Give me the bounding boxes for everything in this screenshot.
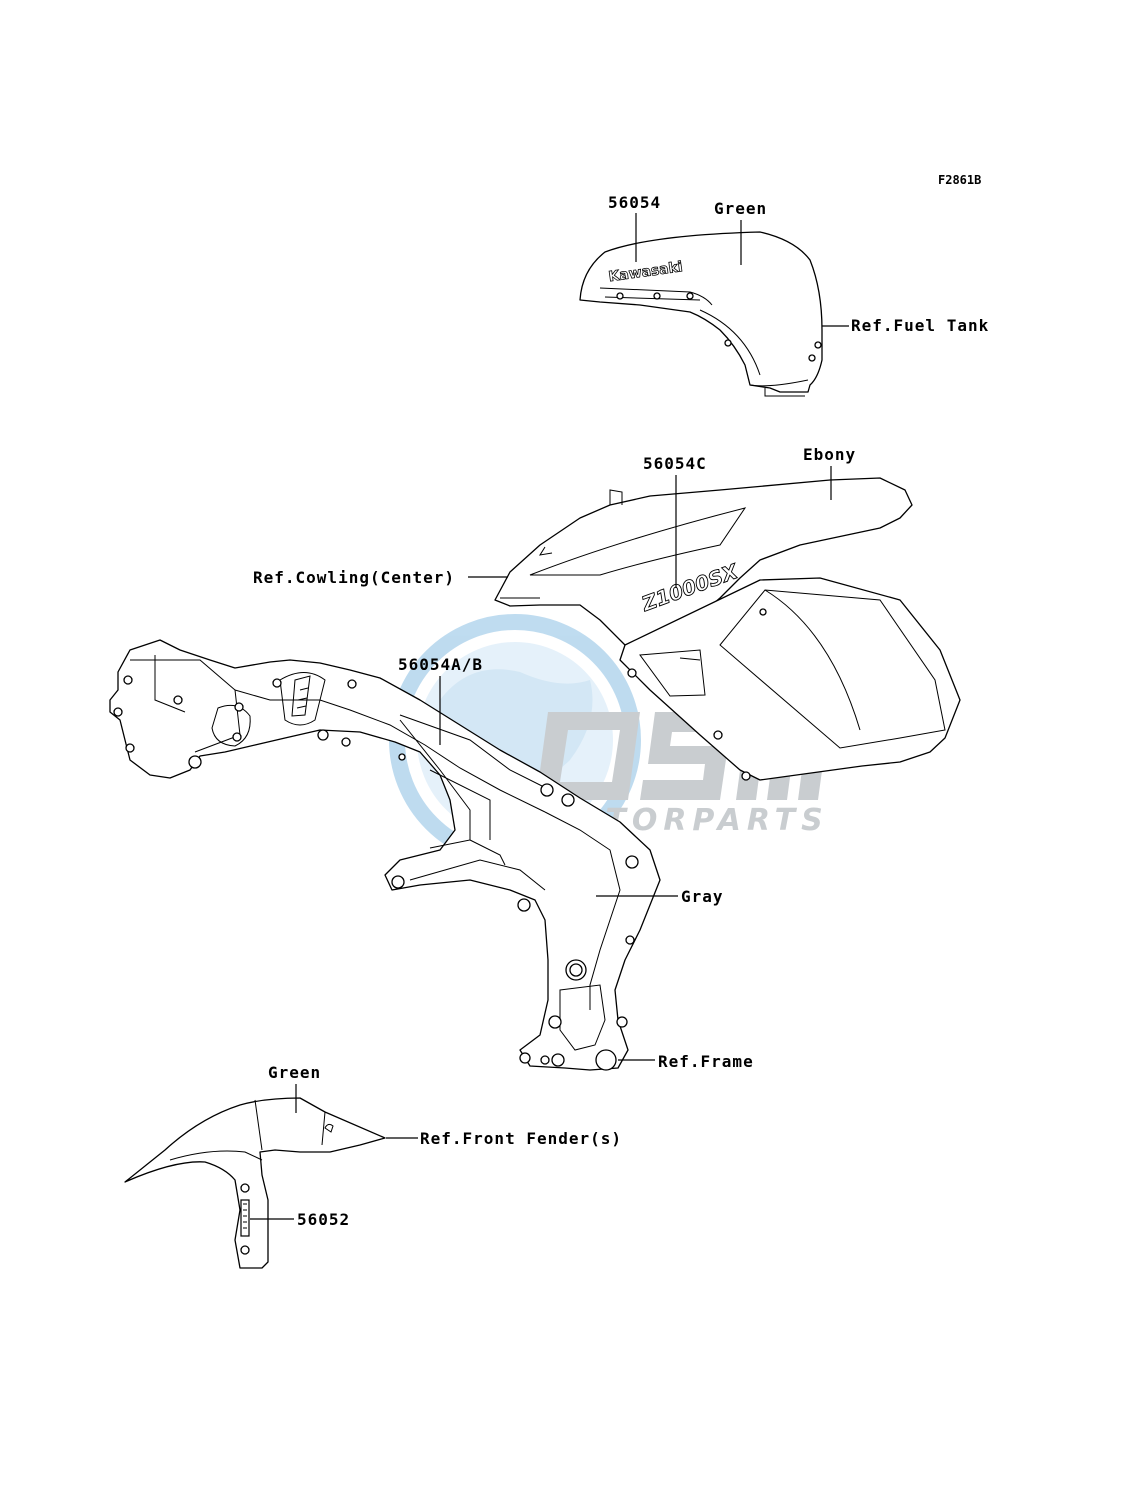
fuel-tank-drawing: Kawasaki bbox=[579, 231, 823, 397]
cowling-reference: Ref.Cowling(Center) bbox=[253, 568, 455, 587]
fuel-tank-reference: Ref.Fuel Tank bbox=[851, 316, 989, 335]
front-fender-reference: Ref.Front Fender(s) bbox=[420, 1129, 622, 1148]
cowling-part-number: 56054C bbox=[643, 454, 707, 473]
cowling-color: Ebony bbox=[803, 445, 856, 464]
front-fender-color: Green bbox=[268, 1063, 321, 1082]
front-fender-part-number: 56052 bbox=[297, 1210, 350, 1229]
frame-reference: Ref.Frame bbox=[658, 1052, 754, 1071]
fuel-tank-color: Green bbox=[714, 199, 767, 218]
frame-part-number: 56054A/B bbox=[398, 655, 483, 674]
front-fender-drawing bbox=[124, 1097, 386, 1269]
frame-drawing bbox=[109, 639, 661, 1071]
diagram-code: F2861B bbox=[938, 173, 981, 187]
frame-color: Gray bbox=[681, 887, 724, 906]
cowling-drawing: Z1000SX bbox=[494, 477, 961, 781]
fuel-tank-part-number: 56054 bbox=[608, 193, 661, 212]
